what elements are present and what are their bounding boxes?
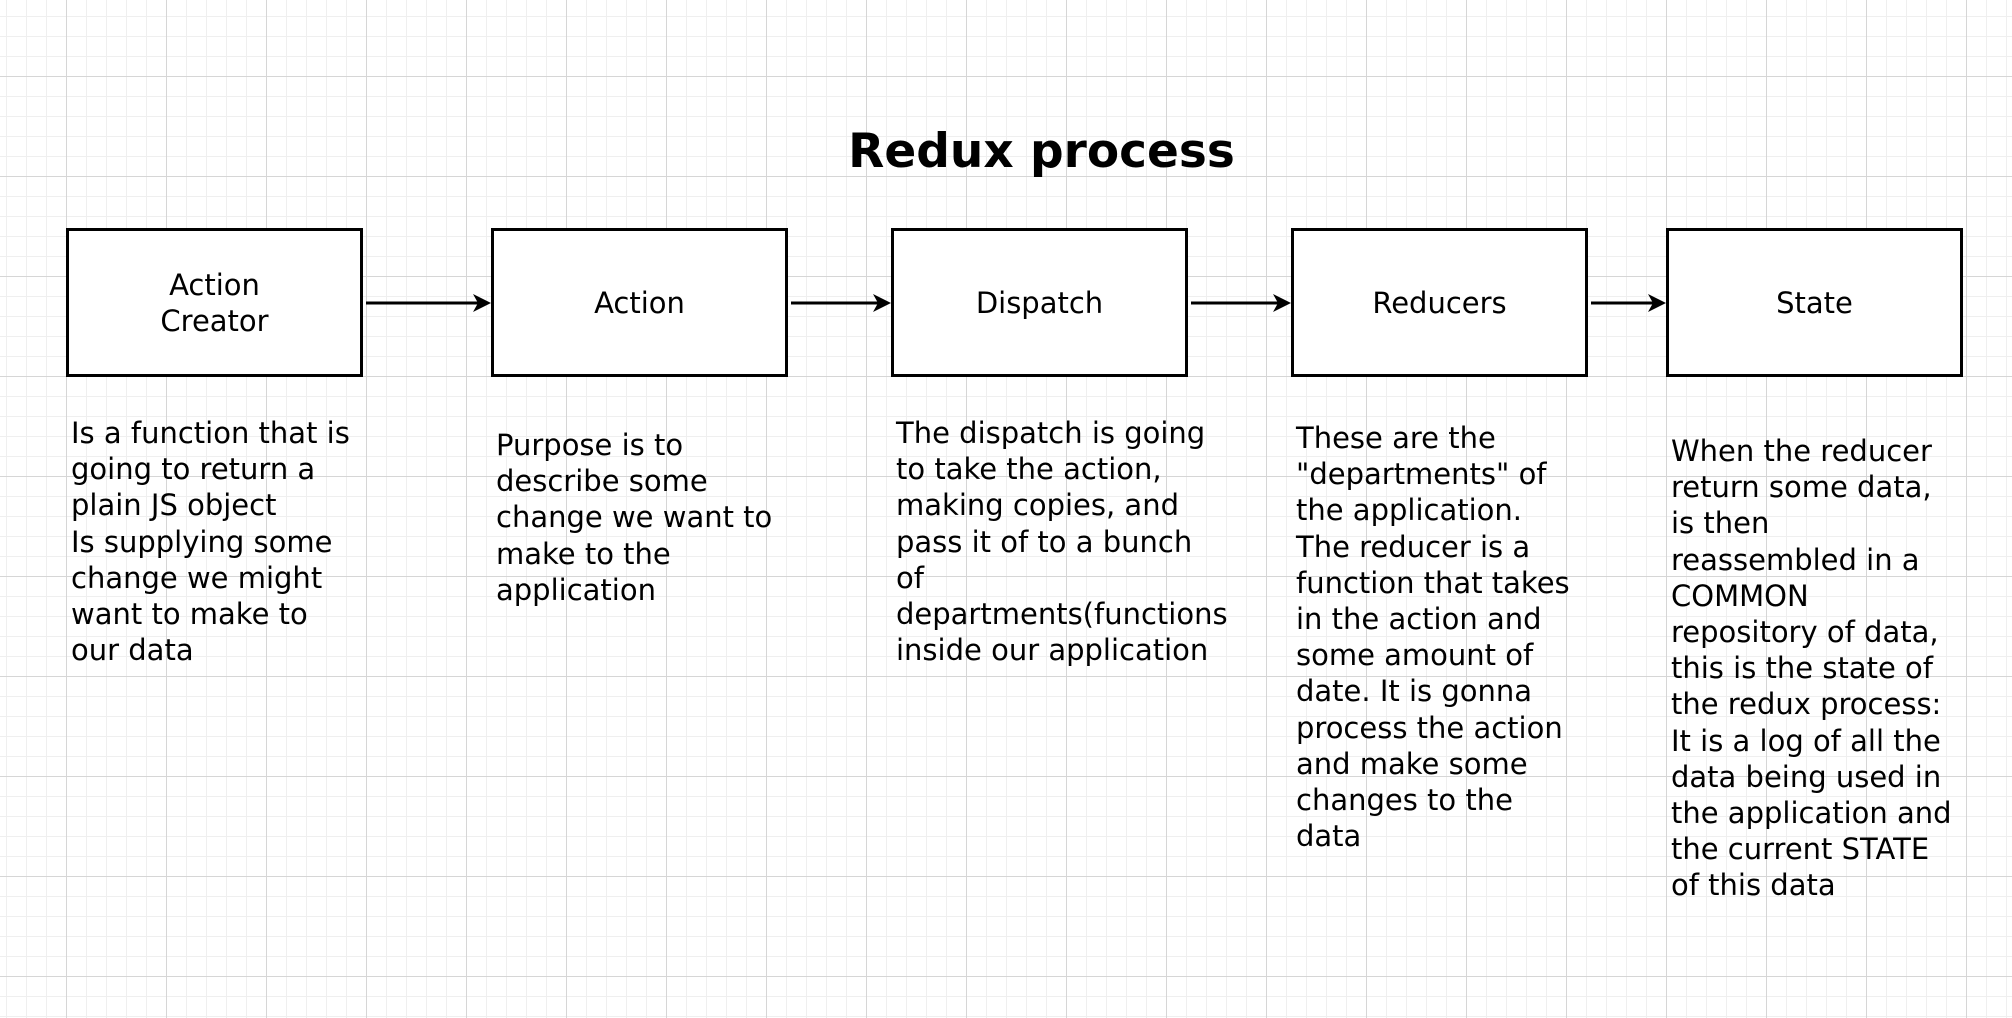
description-action: Purpose is to describe some change we wa… xyxy=(496,428,773,607)
step-label: Action Creator xyxy=(160,267,269,338)
step-label: Dispatch xyxy=(975,285,1104,320)
description-reducers: These are the "departments" of the appli… xyxy=(1296,421,1570,854)
step-box-dispatch[interactable]: Dispatch xyxy=(891,228,1188,377)
step-box-action[interactable]: Action xyxy=(491,228,788,377)
arrowhead-4 xyxy=(1648,294,1666,312)
step-label: Reducers xyxy=(1372,285,1507,320)
arrowhead-3 xyxy=(1273,294,1291,312)
diagram-title: Redux process xyxy=(848,124,1235,179)
step-box-state[interactable]: State xyxy=(1666,228,1963,377)
description-dispatch: The dispatch is going to take the action… xyxy=(896,416,1228,668)
step-label: Action xyxy=(594,285,685,320)
description-action-creator: Is a function that is going to return a … xyxy=(71,416,350,668)
arrowhead-2 xyxy=(873,294,891,312)
description-state: When the reducer return some data, is th… xyxy=(1671,434,1952,903)
arrowhead-1 xyxy=(473,294,491,312)
step-label: State xyxy=(1776,285,1853,320)
step-box-action-creator[interactable]: Action Creator xyxy=(66,228,363,377)
step-box-reducers[interactable]: Reducers xyxy=(1291,228,1588,377)
